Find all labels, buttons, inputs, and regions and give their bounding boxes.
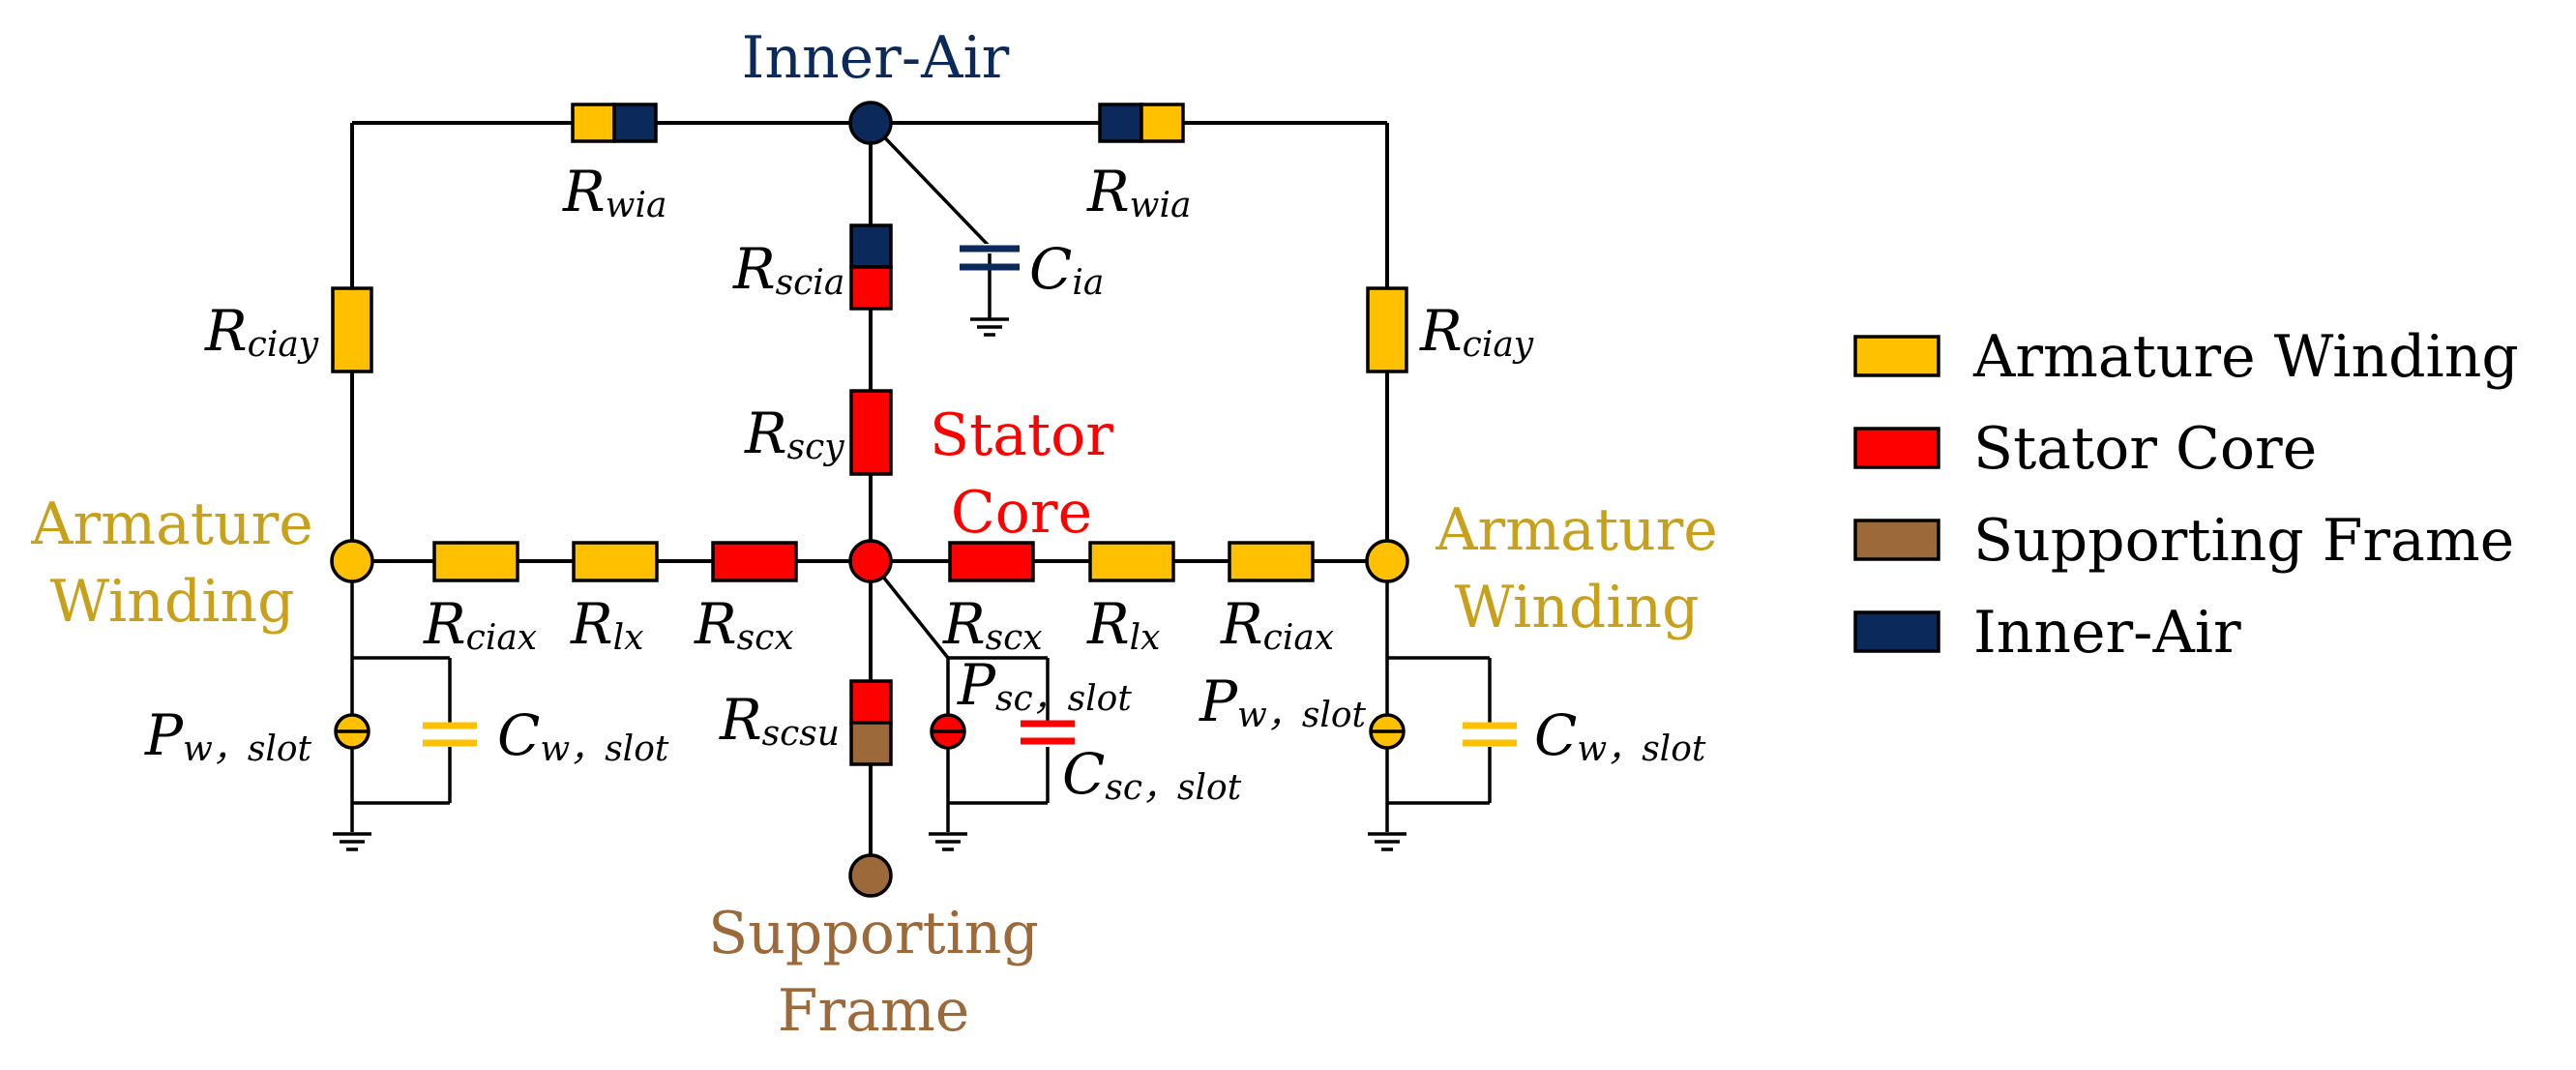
label-rscx-left: Rscx [694,591,794,658]
label-rscsu: Rscsu [719,687,840,754]
capacitor-cw-right-icon [1461,722,1521,747]
stator-core-node [848,539,893,583]
label-pw-slot-left: Pw，slot [144,702,312,769]
ground-icon [1368,832,1406,851]
armature-left-node [330,539,374,583]
heat-source-pw-right-icon [1369,713,1406,750]
legend-item-stator-core: Stator Core [1853,415,2317,483]
legend-label: Stator Core [1973,415,2317,483]
capacitor-csc-icon [1018,720,1078,747]
resistor-rscia [849,223,893,311]
stator-core-label-1: Stator [930,401,1113,469]
capacitor-cia-icon [958,244,1022,271]
label-rwia-left: Rwia [562,159,666,225]
resistor-rciax-left [432,541,519,582]
heat-sources [334,713,1406,750]
label-rwia-right: Rwia [1086,159,1191,225]
nodes [330,101,1409,898]
label-cw-slot-right: Cw，slot [1534,702,1706,769]
grounds [333,317,1406,851]
heat-source-pw-left-icon [334,713,370,750]
ground-icon [929,832,967,851]
label-rlx-right: Rlx [1086,591,1161,658]
legend-label: Armature Winding [1972,323,2519,391]
cia-diagonal-wire [869,121,992,249]
ground-icon [970,317,1009,337]
legend-swatch [1853,427,1940,469]
legend-item-supporting-frame: Supporting Frame [1853,507,2514,575]
component-labels: Rwia Rwia Rscia Cia Rciay Rciay Rscy Rci… [144,159,1706,808]
legend: Armature Winding Stator Core Supporting … [1853,323,2519,667]
supporting-frame-label-1: Supporting [708,900,1039,967]
label-pw-slot-right: Pw，slot [1199,669,1367,735]
label-cia: Cia [1029,236,1104,303]
armature-left-label-2: Winding [49,568,294,636]
label-rlx-left: Rlx [570,591,644,658]
label-rciax-right: Rciax [1220,591,1334,658]
resistor-rscx-left [711,541,798,582]
resistor-rscx-right [948,541,1035,582]
armature-left-label-1: Armature [30,490,313,558]
resistor-rciax-right [1228,541,1315,582]
supporting-frame-label-2: Frame [778,977,970,1045]
node-labels: Inner-Air Stator Core Armature Winding A… [30,24,1718,1045]
inner-air-label: Inner-Air [742,24,1010,92]
inner-air-node [848,101,893,145]
legend-swatch [1853,610,1940,653]
stator-core-label-2: Core [951,479,1092,547]
resistor-rscy [849,389,893,476]
resistor-rwia-left [571,103,658,143]
label-rciax-left: Rciax [423,591,537,658]
legend-swatch [1853,335,1940,377]
wires [350,121,1492,876]
heat-source-psc-icon [930,713,966,750]
label-psc-slot: Psc，slot [957,652,1132,719]
resistor-rscsu [849,679,893,766]
ground-icon [333,832,371,851]
resistor-rlx-left [572,541,659,582]
legend-swatch [1853,519,1940,561]
resistor-rwia-right [1098,103,1185,143]
legend-item-inner-air: Inner-Air [1853,599,2241,667]
supporting-frame-node [848,853,893,898]
label-cw-slot-left: Cw，slot [497,702,669,769]
label-rciay-left: Rciay [204,298,319,365]
label-rscy: Rscy [744,401,844,467]
armature-right-node [1365,539,1409,583]
resistor-rciay-right [1366,286,1408,373]
label-rciay-right: Rciay [1419,298,1534,365]
resistor-rlx-right [1088,541,1175,582]
capacitors [421,244,1521,747]
label-rscia: Rscia [732,236,844,303]
resistors [331,103,1408,766]
legend-item-armature-winding: Armature Winding [1853,323,2519,391]
capacitor-cw-left-icon [421,722,481,747]
resistor-rciay-left [331,286,373,373]
label-rscx-right: Rscx [942,591,1043,658]
armature-right-label-2: Winding [1454,574,1699,641]
armature-right-label-1: Armature [1435,496,1718,564]
legend-label: Supporting Frame [1973,507,2514,575]
label-csc-slot: Csc，slot [1062,741,1242,808]
legend-label: Inner-Air [1973,599,2241,667]
